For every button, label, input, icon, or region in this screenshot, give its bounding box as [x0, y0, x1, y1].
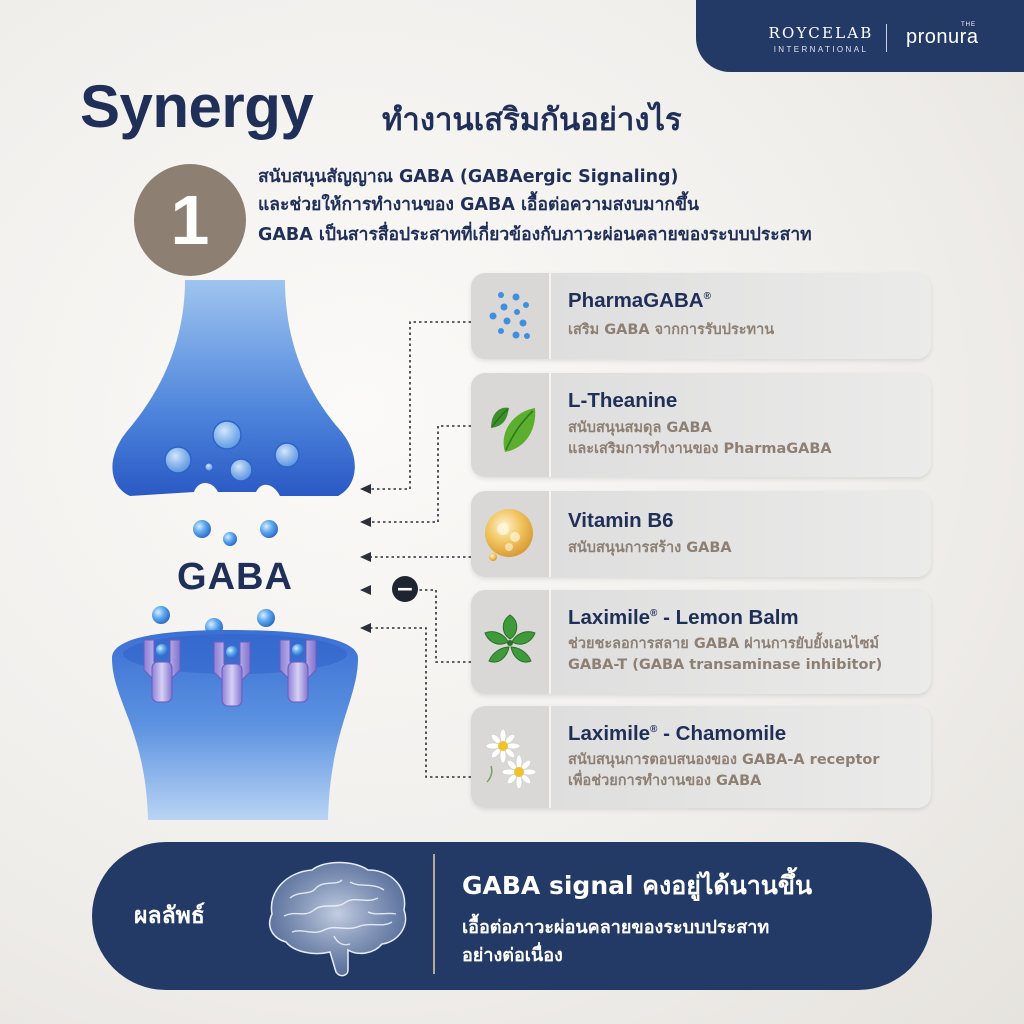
result-label: ผลลัพธ์ [134, 903, 205, 929]
ingredient-card-vitamin-b6: Vitamin B6 สนับสนุนการสร้าง GABA [471, 491, 931, 577]
page-title: Synergy [80, 73, 314, 140]
step-number-badge: 1 [134, 164, 246, 276]
card-title: Laximile® - Chamomile [568, 722, 787, 745]
result-description-line-2: อย่างต่อเนื่อง [462, 945, 563, 966]
gaba-molecule [260, 520, 278, 538]
gaba-receptor [143, 639, 181, 703]
arrowhead [360, 552, 371, 562]
brand-logo-tab: ROYCELAB INTERNATIONAL THE pronura [696, 0, 1024, 72]
synapse-illustration [112, 280, 358, 820]
connector-l-theanine [370, 425, 471, 523]
connector-pharmagaba [370, 321, 471, 490]
molecules-icon [489, 292, 530, 339]
logo-divider [886, 24, 887, 52]
card-description-line-2: เพื่อช่วยการทำงานของ GABA [568, 773, 762, 789]
vitamin-capsule-icon [485, 509, 533, 561]
arrowhead [360, 484, 371, 494]
vesicle [204, 462, 214, 472]
inhibitor-icon [392, 576, 418, 602]
card-title: Laximile® - Lemon Balm [568, 606, 799, 629]
roycelab-international-text: INTERNATIONAL [773, 45, 869, 54]
vesicle [164, 446, 192, 474]
page-title-thai: ทำงานเสริมกันอย่างไร [382, 102, 682, 138]
step-description-line-1: สนับสนุนสัญญาณ GABA (GABAergic Signaling… [258, 167, 679, 187]
gaba-receptor [213, 641, 251, 707]
card-description-line-2: GABA-T (GABA transaminase inhibitor) [568, 657, 883, 673]
gaba-molecule [223, 532, 237, 546]
ingredient-card-chamomile: Laximile® - Chamomile สนับสนุนการตอบสนอง… [471, 706, 931, 808]
gaba-molecule [152, 606, 170, 624]
inhibitor-symbol: − [396, 577, 414, 602]
gaba-label: GABA [177, 556, 293, 598]
gaba-receptor [279, 639, 317, 703]
card-description-line-1: สนับสนุนสมดุล GABA [568, 420, 712, 436]
roycelab-logo-text: ROYCELAB [768, 24, 874, 42]
arrowhead [360, 623, 371, 633]
brain-icon [268, 861, 407, 977]
arrowhead [360, 585, 371, 595]
pronura-logo-text: pronura [906, 26, 979, 48]
chamomile-icon [485, 728, 537, 788]
leaf-icon [491, 407, 536, 452]
arrowhead [360, 517, 371, 527]
banner-divider [433, 854, 435, 974]
result-banner: ผลลัพธ์ GABA signal คงอยู่ได้นานขึ้น เอื… [92, 842, 932, 990]
ingredient-card-lemon-balm: Laximile® - Lemon Balm ช่วยชะลอการสลาย G… [471, 590, 931, 694]
gaba-molecule [193, 520, 211, 538]
step-description-line-2: และช่วยให้การทำงานของ GABA เอื้อต่อความส… [258, 195, 699, 215]
presynaptic-terminal [112, 280, 355, 496]
card-description: เสริม GABA จากการรับประทาน [568, 322, 775, 338]
ingredient-card-l-theanine: L-Theanine สนับสนุนสมดุล GABA และเสริมกา… [471, 373, 931, 477]
result-description-line-1: เอื้อต่อภาวะผ่อนคลายของระบบประสาท [462, 917, 770, 938]
card-title: Vitamin B6 [568, 509, 674, 532]
connector-lemon-balm [418, 589, 471, 663]
card-description: สนับสนุนการสร้าง GABA [568, 540, 732, 556]
card-description-line-2: และเสริมการทำงานของ PharmaGABA [568, 441, 832, 457]
connector-chamomile [370, 627, 471, 778]
step-description-line-3: GABA เป็นสารสื่อประสาทที่เกี่ยวข้องกับภา… [258, 225, 812, 245]
lemon-balm-icon [484, 614, 536, 663]
card-description-line-1: ช่วยชะลอการสลาย GABA ผ่านการยับยั้งเอนไซ… [568, 636, 880, 652]
result-heading: GABA signal คงอยู่ได้นานขึ้น [462, 871, 813, 900]
ingredient-card-pharmagaba: PharmaGABA® เสริม GABA จากการรับประทาน [471, 273, 931, 359]
card-title: PharmaGABA® [568, 289, 711, 312]
card-title: L-Theanine [568, 389, 678, 412]
gaba-molecule [257, 609, 275, 627]
card-description-line-1: สนับสนุนการตอบสนองของ GABA-A receptor [568, 752, 880, 768]
vesicle [229, 458, 253, 482]
vesicle [274, 442, 300, 468]
vesicle [212, 420, 242, 450]
pronura-the-text: THE [961, 22, 976, 28]
